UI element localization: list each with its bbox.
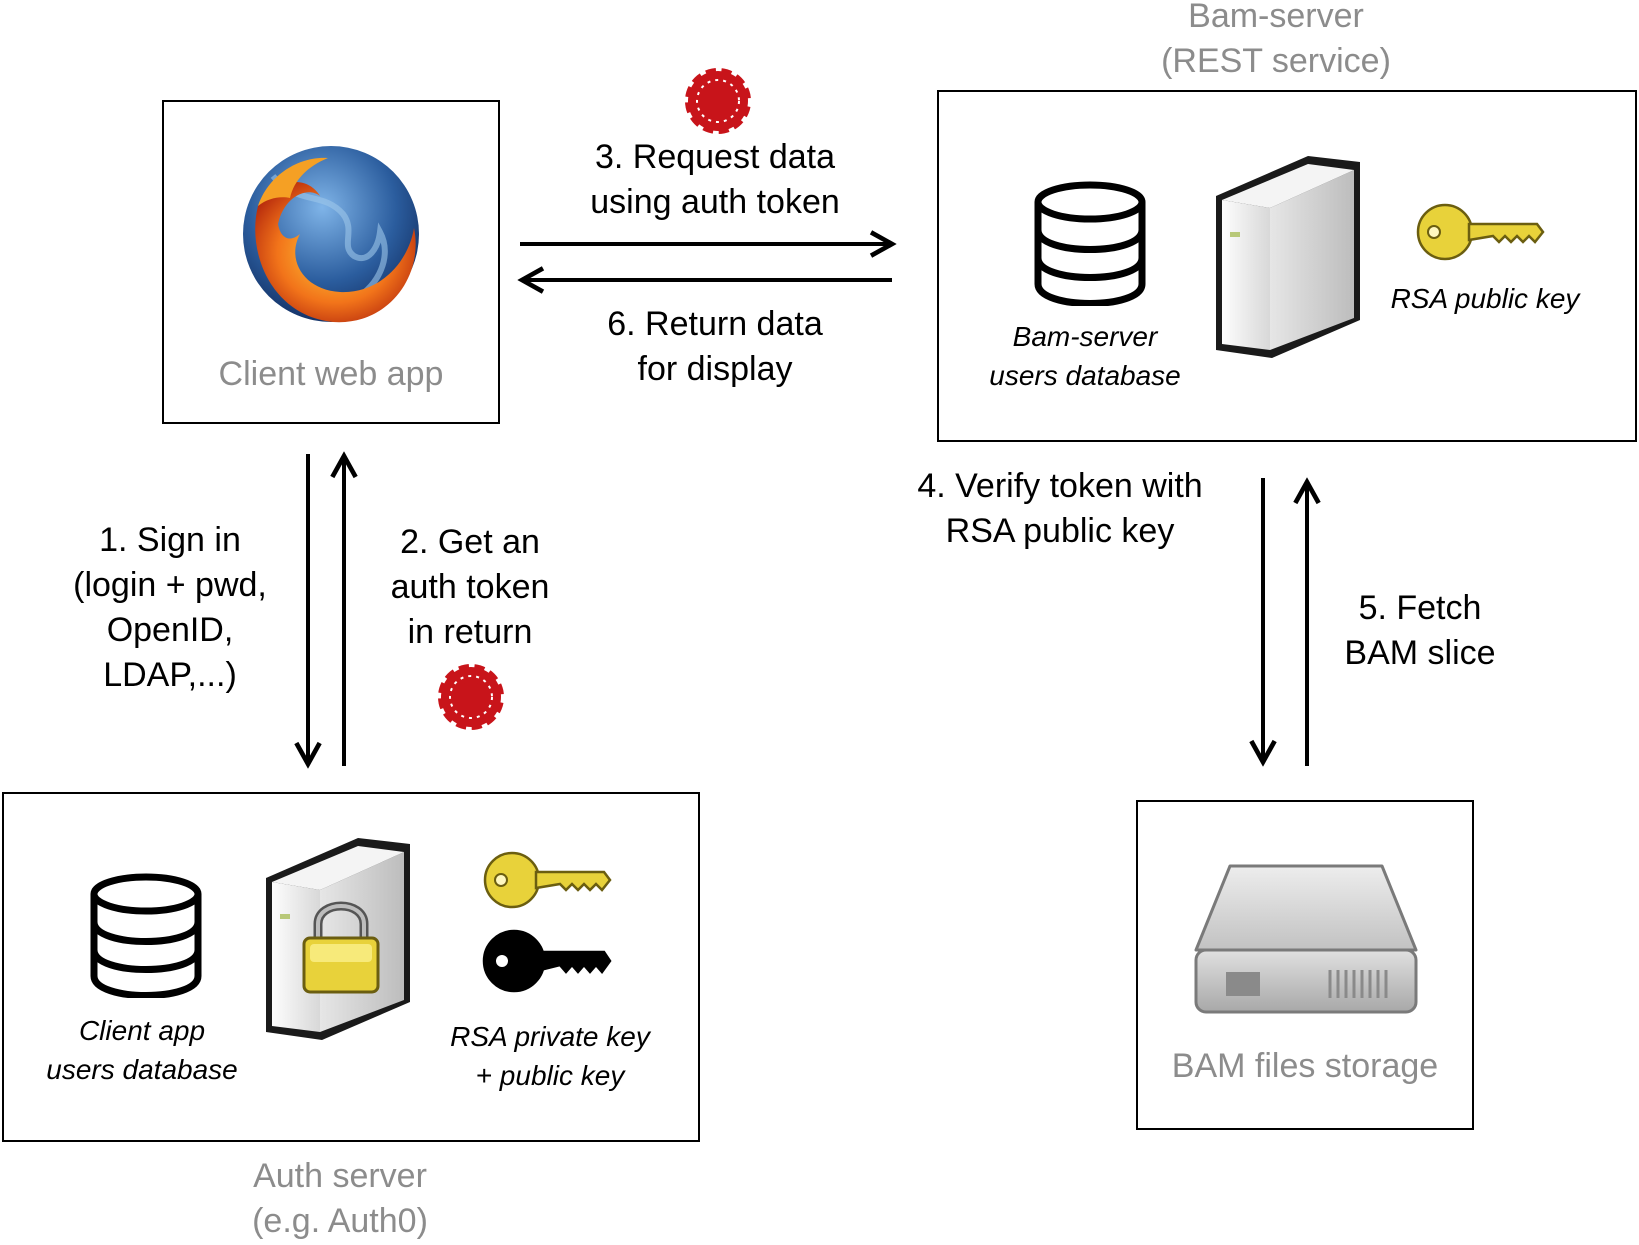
auth-server-title: Auth server (e.g. Auth0) [252,1157,428,1240]
public-key-icon [483,851,612,909]
bam-server-title: Bam-server (REST service) [1161,0,1391,80]
step-3-label: 3. Request data using auth token [590,138,840,221]
auth-token-icon [436,662,506,732]
bam-server-db-label: Bam-server users database [989,321,1181,391]
bam-server-key-label: RSA public key [1390,283,1580,314]
hard-drive-icon [1194,864,1418,1014]
private-key-icon [482,929,612,993]
step-6-label: 6. Return data for display [607,305,823,388]
server-icon [1216,156,1360,358]
lock-icon [302,901,380,994]
database-icon [1034,181,1146,306]
auth-token-icon [683,66,753,136]
firefox-icon [243,146,419,323]
database-icon [90,873,202,998]
step-5-label: 5. Fetch BAM slice [1344,589,1496,672]
step-4-label: 4. Verify token with RSA public key [917,467,1203,550]
auth-db-label: Client app users database [46,1015,238,1085]
rsa-public-key-icon [1416,203,1545,261]
step-2-label: 2. Get an auth token in return [390,523,550,651]
step-1-label: 1. Sign in (login + pwd, OpenID, LDAP,..… [73,521,267,694]
auth-key-label: RSA private key + public key [450,1021,650,1091]
bam-storage-label: BAM files storage [1171,1047,1439,1085]
client-web-app-label: Client web app [218,355,444,393]
